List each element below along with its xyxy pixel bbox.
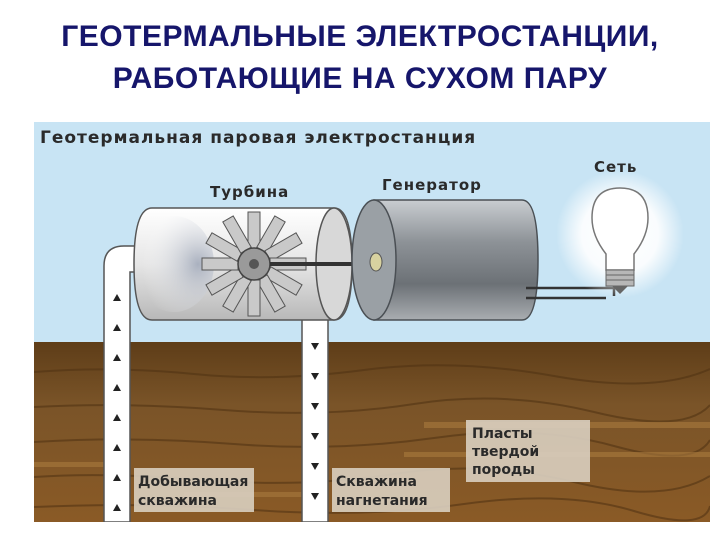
generator-label: Генератор [382, 176, 482, 194]
generator-icon [351, 199, 539, 321]
shaft [270, 262, 374, 266]
grid-label: Сеть [594, 158, 637, 176]
turbine-rotor [201, 211, 307, 317]
production-well-line-1: Добывающая [138, 474, 248, 490]
title-line-2: РАБОТАЮЩИЕ НА СУХОМ ПАРУ [112, 62, 608, 95]
rock-line-1: Пласты [472, 426, 533, 442]
diagram-svg: Геотермальная паровая электростанция [34, 122, 710, 522]
injection-well-line-2: нагнетания [336, 493, 428, 509]
production-well-label: Добывающая скважина [134, 468, 254, 512]
diagram-title: Геотермальная паровая электростанция [40, 128, 476, 148]
geothermal-diagram: Геотермальная паровая электростанция [34, 122, 710, 522]
title-line-1: ГЕОТЕРМАЛЬНЫЕ ЭЛЕКТРОСТАНЦИИ, [61, 20, 659, 53]
lightbulb-icon [556, 170, 684, 298]
turbine-label: Турбина [210, 183, 289, 201]
page-title: ГЕОТЕРМАЛЬНЫЕ ЭЛЕКТРОСТАНЦИИ, РАБОТАЮЩИЕ… [0, 16, 720, 100]
downflow-arrows [311, 343, 319, 500]
injection-well-label: Скважина нагнетания [332, 468, 450, 512]
rock-line-3: породы [472, 462, 535, 478]
rock-layers-label: Пласты твердой породы [466, 420, 590, 482]
injection-well [301, 317, 329, 522]
injection-well-line-1: Скважина [336, 474, 417, 490]
production-well-line-2: скважина [138, 493, 217, 509]
rock-line-2: твердой [472, 444, 539, 460]
